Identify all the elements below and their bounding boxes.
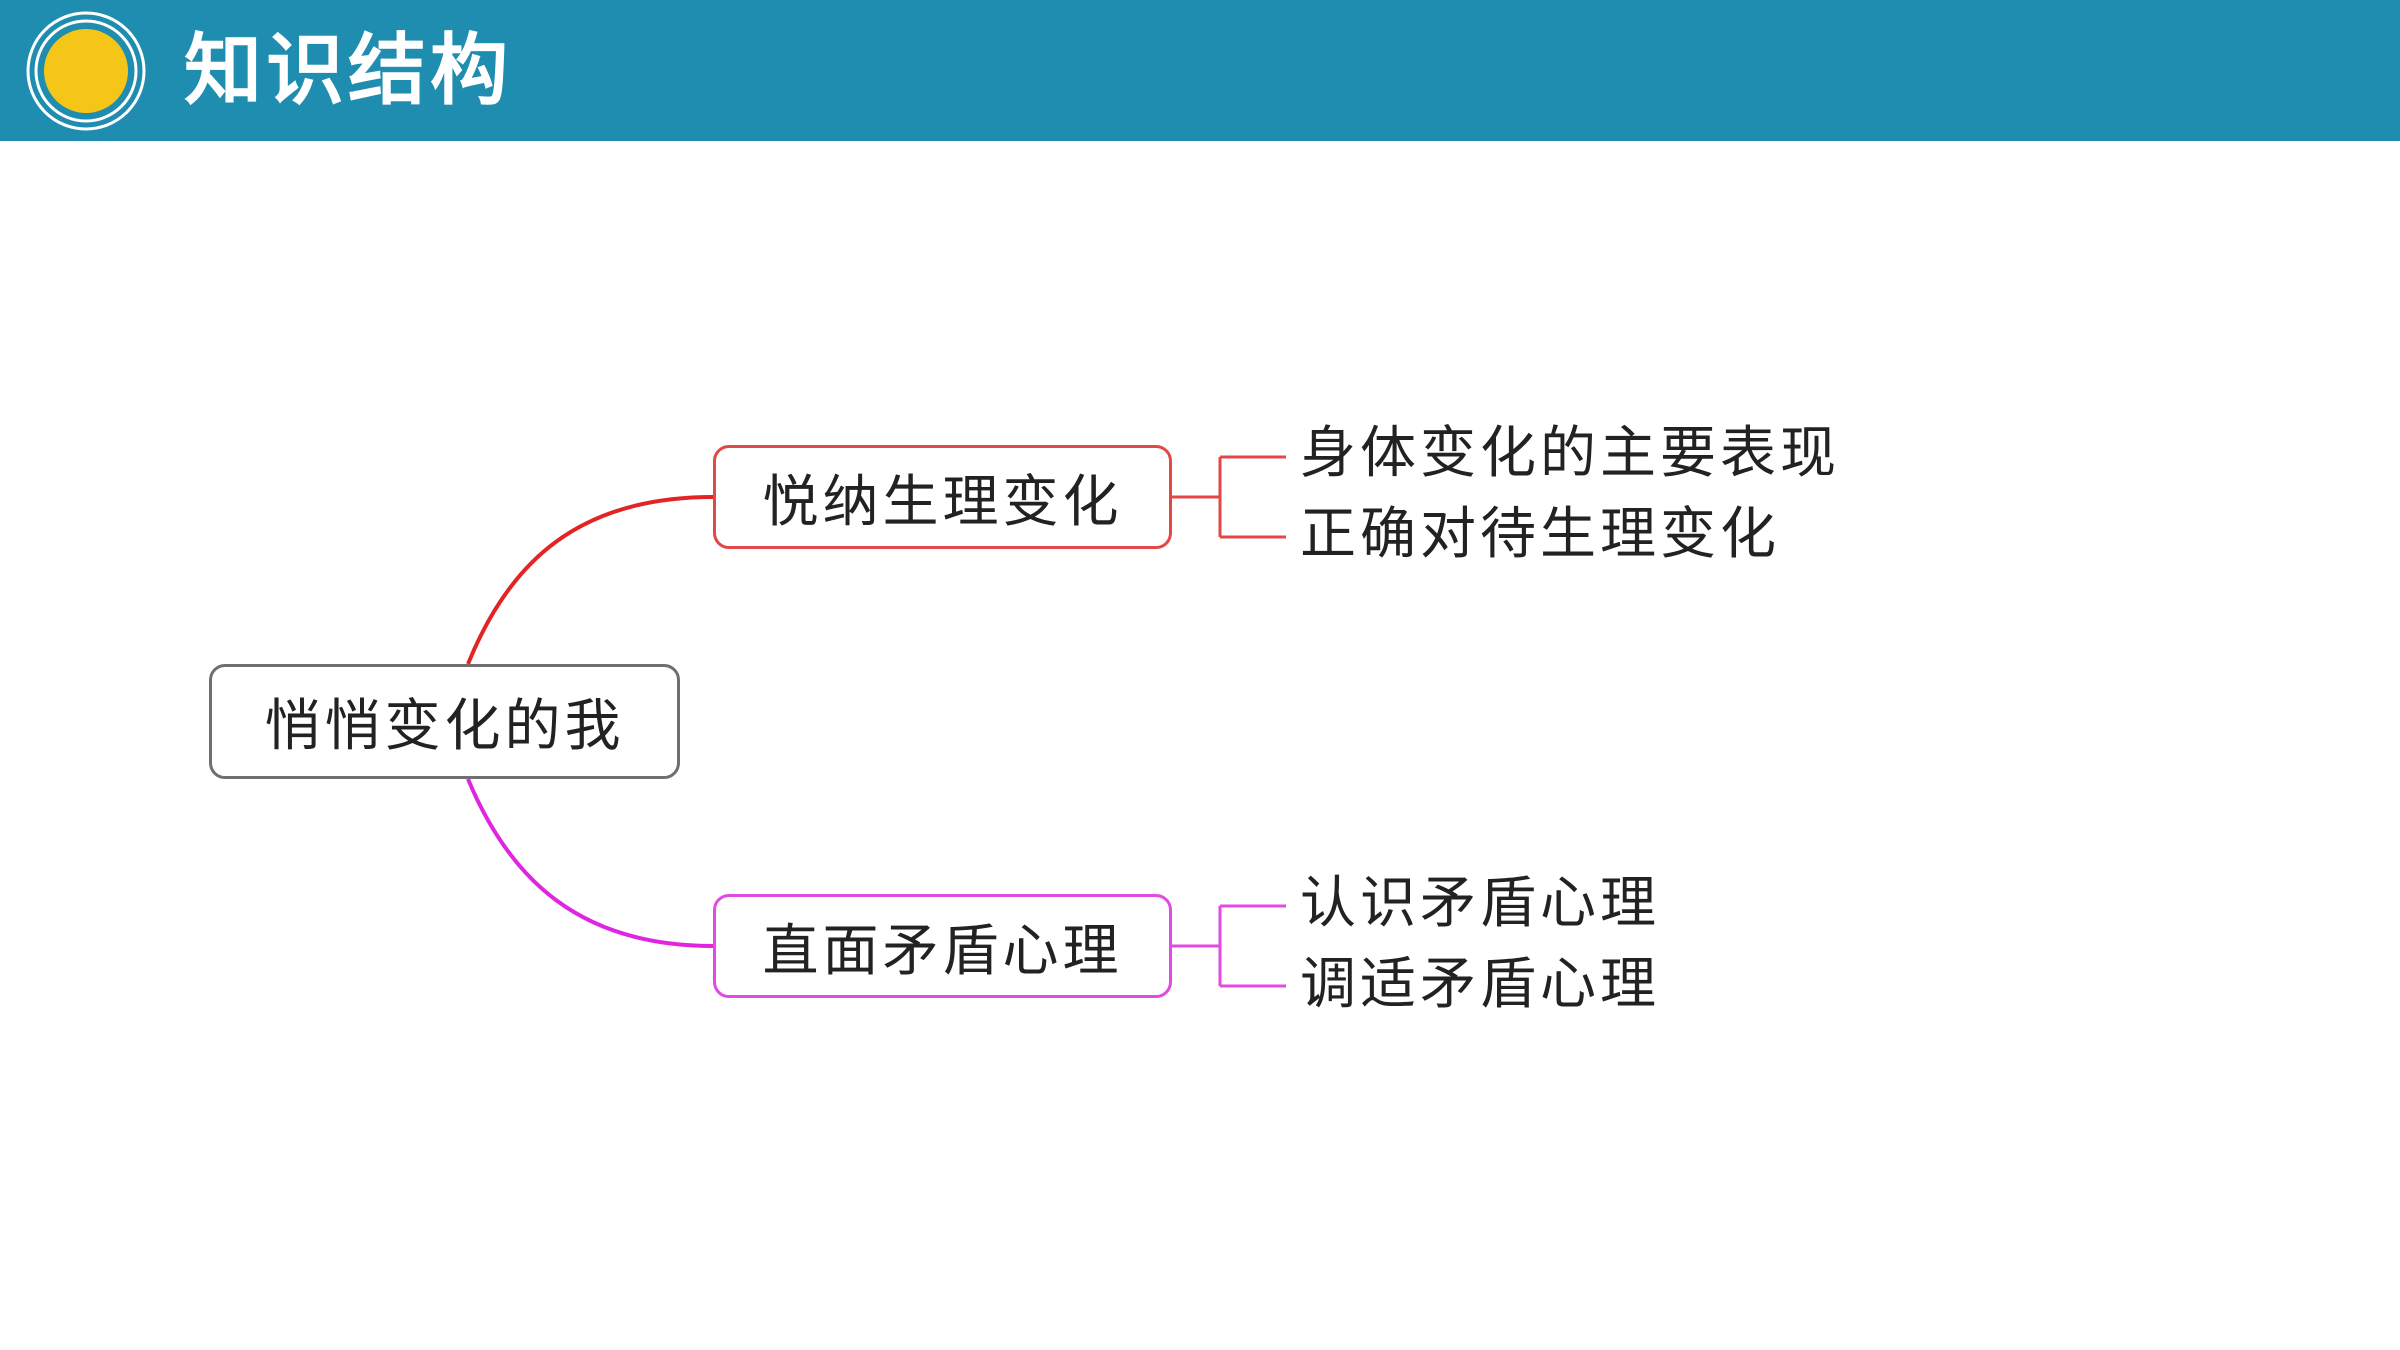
leaf-item: 调适矛盾心理 [1300,952,1660,1017]
connector-root-branch-2 [466,778,714,948]
leaf-item: 认识矛盾心理 [1300,871,1660,936]
header-bar: 知识结构 [0,0,2400,141]
branch-node-label: 直面矛盾心理 [762,918,1123,984]
page-title: 知识结构 [184,26,513,116]
branch-node-label: 悦纳生理变化 [762,469,1123,535]
root-node: 悄悄变化的我 [209,664,680,779]
bracket-branch-1 [1172,455,1286,539]
sun-circle-icon [26,11,146,131]
branch-node-contradictory-psychology: 直面矛盾心理 [713,894,1172,998]
bracket-branch-2 [1172,904,1286,988]
branch-node-physiological-change: 悦纳生理变化 [713,445,1172,549]
root-node-label: 悄悄变化的我 [264,694,625,759]
connector-root-branch-1 [466,495,714,665]
leaf-item: 正确对待生理变化 [1300,502,1780,567]
leaf-item: 身体变化的主要表现 [1300,421,1840,486]
